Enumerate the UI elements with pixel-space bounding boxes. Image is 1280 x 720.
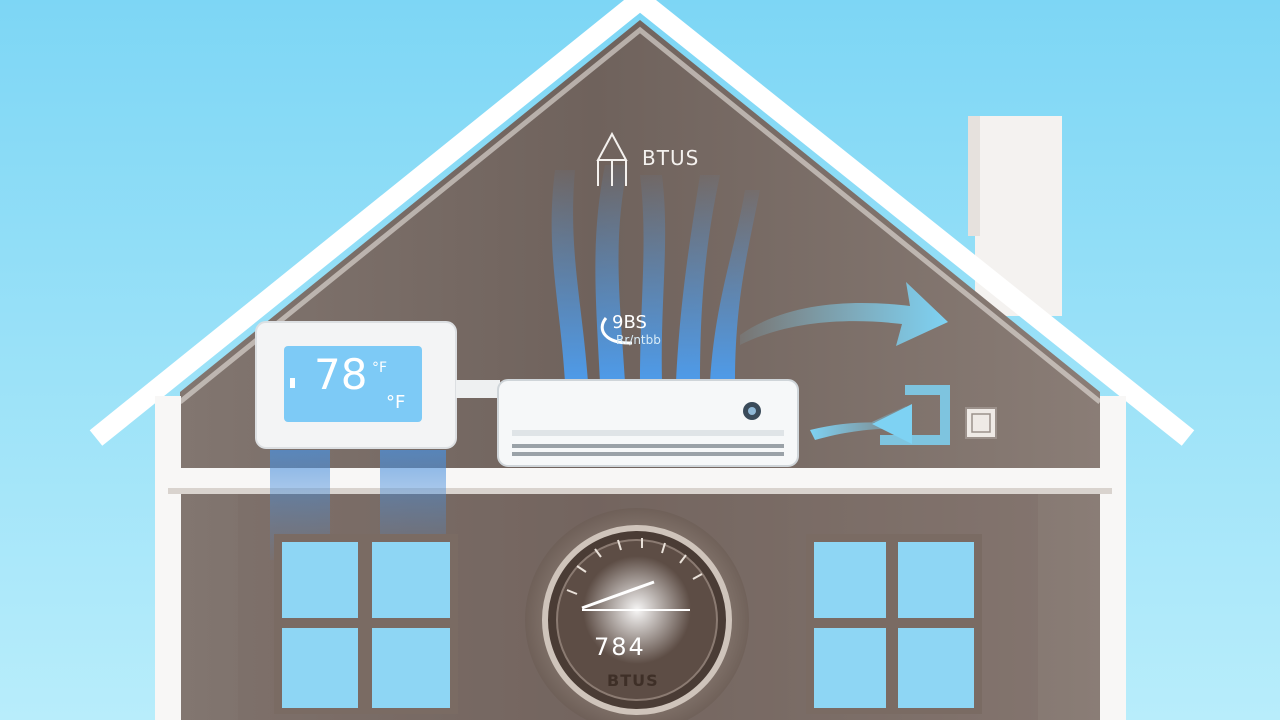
airflow-arrow-icon [740,282,950,445]
vent-readout-sub: Rr/ntbb [616,333,661,347]
window-left-icon [274,534,458,714]
wall-outlet-icon [965,407,997,439]
thermostat-unit-bottom: °F [386,392,406,413]
thermostat-unit-top: °F [372,360,388,376]
right-outer-wall [1100,396,1126,720]
window-right-icon [806,534,982,714]
temperature-gauge-icon [525,508,749,720]
heat-up-arrow-icon [596,131,628,186]
vent-readout-value: 9BS [612,312,647,333]
btus-top-label: BTUS [642,146,700,170]
roof-outline [89,0,1195,446]
left-outer-wall [155,396,181,720]
gauge-value: 784 [594,633,646,661]
thermostat-icon [255,321,500,449]
thermostat-temperature: 78 [314,350,368,399]
gauge-label: BTUS [607,671,659,690]
rising-airflow [551,165,760,382]
vent-signal-icon [600,317,633,345]
air-conditioner-icon [497,379,799,467]
